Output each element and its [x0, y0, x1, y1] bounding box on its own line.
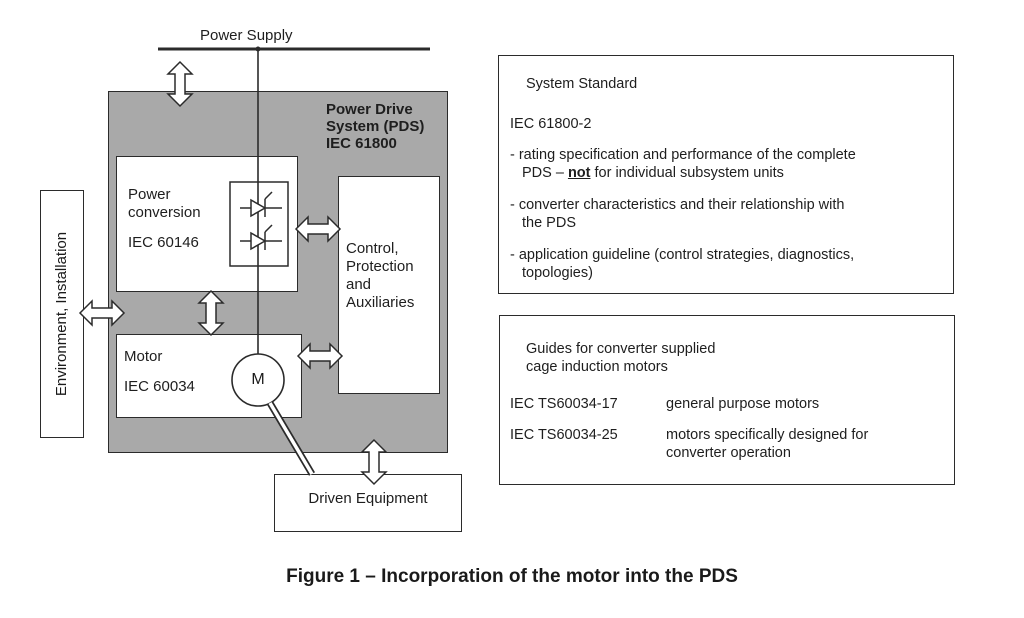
arrow-motor-control — [297, 343, 343, 369]
control-line2: Protection — [346, 258, 414, 275]
pds-title-line3: IEC 61800 — [326, 135, 397, 152]
system-standard-item: - rating specification and performance o… — [510, 147, 856, 181]
arrow-environment-pds — [79, 300, 125, 326]
driven-equipment-label: Driven Equipment — [308, 490, 428, 507]
pds-title-line2: System (PDS) — [326, 118, 425, 135]
control-line3: and — [346, 276, 372, 293]
control-label: Control, Protection and Auxiliaries — [346, 240, 414, 312]
guides-row-std: IEC TS60034-17 — [510, 396, 618, 412]
motor-standard: IEC 60034 — [124, 378, 195, 395]
power-conversion-standard: IEC 60146 — [128, 234, 199, 251]
arrow-conversion-control — [295, 216, 341, 242]
motor-symbol-label: M — [251, 371, 265, 388]
control-line1: Control, — [346, 240, 399, 257]
arrow-conversion-motor — [198, 290, 224, 336]
figure-caption: Figure 1 – Incorporation of the motor in… — [286, 566, 738, 587]
control-box — [338, 176, 440, 394]
motor-symbol — [231, 353, 285, 407]
guides-row-std: IEC TS60034-25 — [510, 427, 618, 443]
system-standard-item: - converter characteristics and their re… — [510, 197, 845, 231]
converter-symbol — [229, 181, 289, 267]
system-standard-box — [498, 55, 954, 294]
guides-row-desc: general purpose motors — [666, 396, 820, 412]
guides-box — [499, 315, 955, 485]
power-supply-label: Power Supply — [200, 27, 293, 44]
power-conversion-line1: Power — [128, 186, 171, 203]
system-standard-code: IEC 61800-2 — [510, 116, 592, 132]
pds-title-line1: Power Drive — [326, 101, 413, 118]
thyristor-icon — [240, 191, 282, 218]
guides-heading: Guides for converter supplied cage induc… — [526, 341, 716, 375]
power-conversion-label: Power conversion — [128, 186, 201, 222]
system-standard-heading: System Standard — [526, 76, 638, 92]
control-line4: Auxiliaries — [346, 294, 415, 311]
arrow-supply-pds — [167, 61, 193, 107]
pds-title: Power Drive System (PDS) IEC 61800 — [326, 101, 424, 152]
arrow-pds-driven — [361, 439, 387, 485]
motor-label: Motor — [124, 348, 163, 365]
thyristor-icon — [240, 224, 282, 251]
system-standard-item: - application guideline (control strateg… — [510, 247, 855, 281]
guides-row-desc: motors specifically designed for convert… — [666, 427, 869, 461]
power-conversion-line2: conversion — [128, 204, 201, 221]
